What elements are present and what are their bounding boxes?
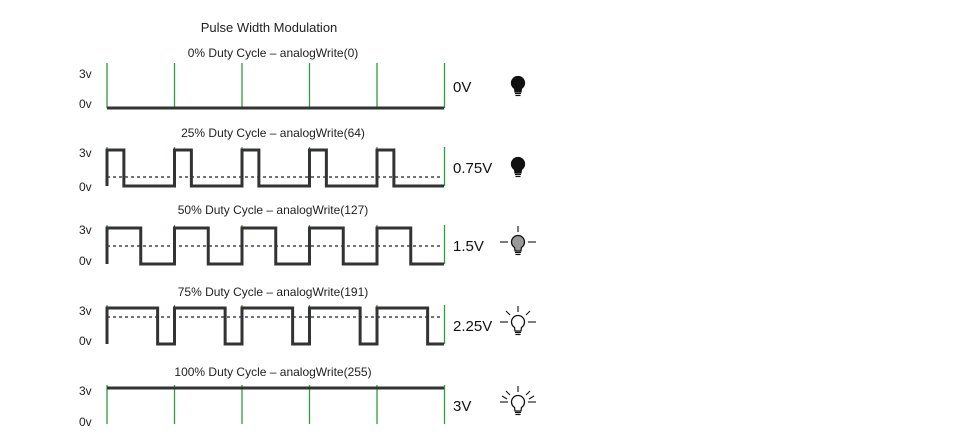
row-title: 50% Duty Cycle – analogWrite(127)	[178, 203, 369, 217]
average-voltage-label: 1.5V	[453, 238, 484, 255]
pwm-row: 50% Duty Cycle – analogWrite(127) 3v 0v 1.5…	[79, 203, 536, 268]
row-title: 0% Duty Cycle – analogWrite(0)	[188, 46, 359, 60]
average-voltage-label: 0V	[453, 79, 471, 96]
pwm-row: 25% Duty Cycle – analogWrite(64) 3v 0v 0.75…	[79, 126, 526, 194]
diagram-title: Pulse Width Modulation	[201, 20, 338, 35]
lightbulb-bright-icon	[500, 386, 536, 416]
pwm-row: 75% Duty Cycle – analogWrite(191) 3v 0v 2.2…	[79, 285, 536, 348]
lightbulb-off-icon	[510, 75, 526, 97]
lightbulb-glow-icon	[500, 306, 536, 336]
axis-label-high: 3v	[79, 304, 92, 318]
row-title: 25% Duty Cycle – analogWrite(64)	[181, 126, 365, 140]
lightbulb-dim-icon	[500, 226, 536, 256]
pwm-signal-wave	[105, 226, 444, 266]
axis-label-high: 3v	[79, 67, 92, 81]
lightbulb-off-icon	[510, 156, 526, 178]
pwm-signal-wave	[105, 148, 444, 188]
axis-label-low: 0v	[79, 415, 92, 429]
axis-label-low: 0v	[79, 97, 92, 111]
axis-label-high: 3v	[79, 384, 92, 398]
axis-label-low: 0v	[79, 254, 92, 268]
axis-label-low: 0v	[79, 180, 92, 194]
pwm-signal-wave	[105, 306, 444, 346]
axis-label-high: 3v	[79, 223, 92, 237]
average-voltage-label: 0.75V	[453, 160, 492, 177]
pwm-row: 0% Duty Cycle – analogWrite(0) 3v 0v 0V	[79, 46, 526, 111]
average-voltage-label: 3V	[453, 398, 471, 415]
row-title: 100% Duty Cycle – analogWrite(255)	[174, 365, 371, 379]
pwm-row: 100% Duty Cycle – analogWrite(255) 3v 0v 3V	[79, 365, 536, 429]
row-title: 75% Duty Cycle – analogWrite(191)	[178, 285, 369, 299]
axis-label-high: 3v	[79, 146, 92, 160]
axis-label-low: 0v	[79, 334, 92, 348]
average-voltage-label: 2.25V	[453, 318, 492, 335]
